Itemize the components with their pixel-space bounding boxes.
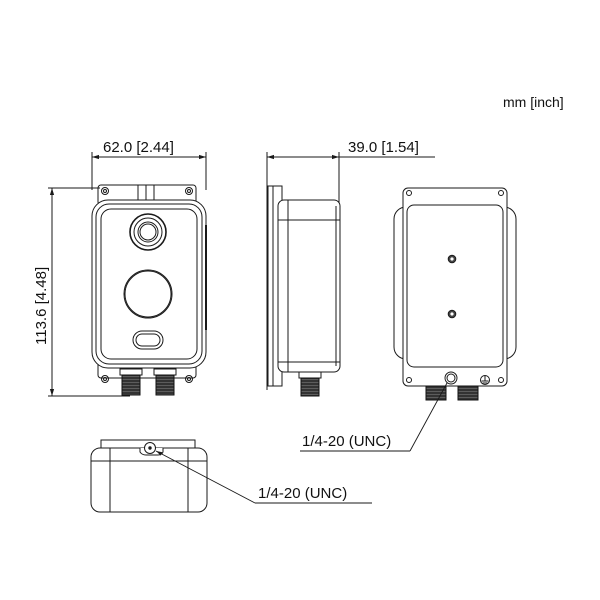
front-view (48, 152, 207, 397)
back-view (300, 187, 517, 452)
depth-dimension-label: 39.0 [1.54] (348, 139, 419, 156)
side-view (266, 152, 435, 397)
bottom-view (90, 439, 372, 513)
height-dimension-label: 113.6 [4.48] (33, 267, 50, 345)
bottom-mount-thread-callout: 1/4-20 (UNC) (258, 485, 347, 502)
width-dimension-label: 62.0 [2.44] (103, 139, 174, 156)
back-mount-thread-callout: 1/4-20 (UNC) (302, 433, 391, 450)
units-label: mm [inch] (503, 94, 564, 110)
